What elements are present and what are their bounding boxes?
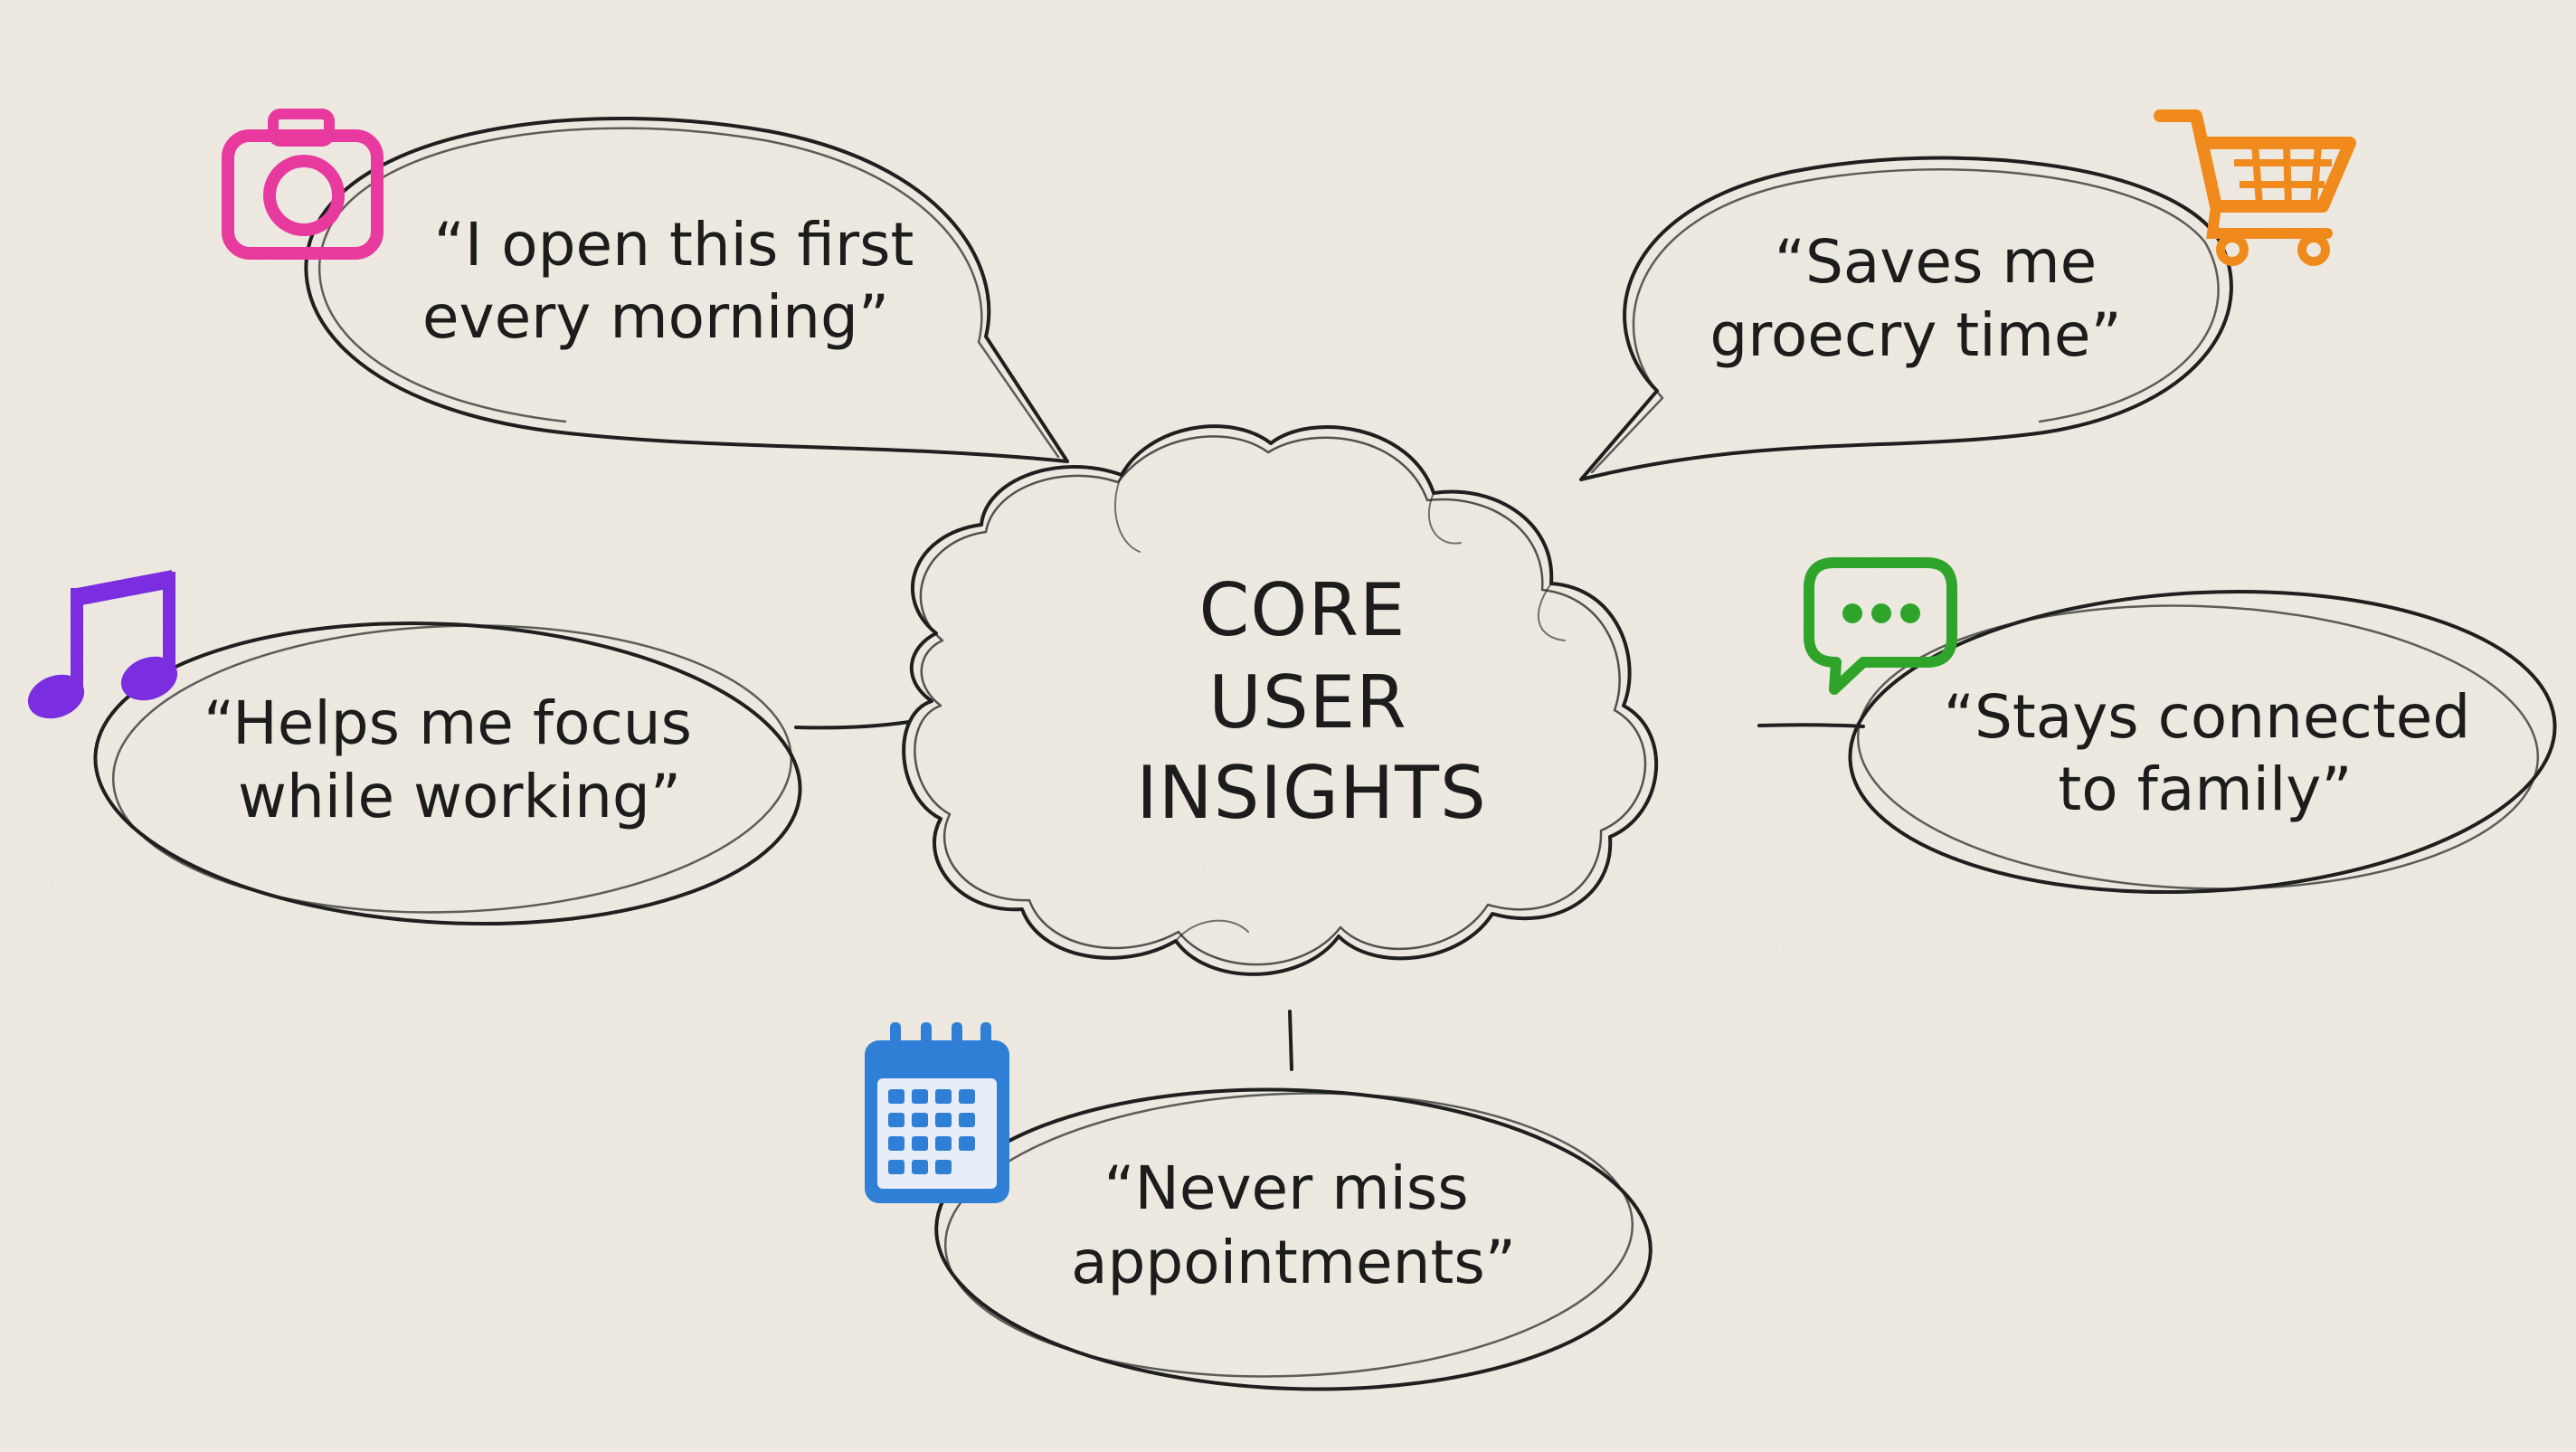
bubble-appointments: “Never miss appointments” — [934, 1087, 1653, 1391]
bubble-family-line-1: “Stays connected — [1944, 682, 2470, 752]
bubble-morning: “I open this first every morning” — [304, 117, 1069, 463]
bubble-morning-line-2: every morning” — [422, 282, 889, 352]
connector-family — [1757, 723, 1865, 728]
core-cloud — [902, 424, 1659, 976]
bubble-morning-line-1: “I open this first — [434, 210, 914, 280]
core-title-line-1: CORE — [1199, 568, 1406, 652]
bubble-focus-line-2: while working” — [238, 762, 681, 831]
bubble-grocery-line-1: “Saves me — [1775, 227, 2097, 297]
bubble-appointments-line-1: “Never miss — [1103, 1153, 1468, 1223]
camera-icon — [222, 109, 384, 260]
bubble-grocery-line-2: groecry time” — [1709, 300, 2121, 370]
bubble-focus-line-1: “Helps me focus — [204, 688, 692, 758]
connector-lines — [794, 720, 1865, 1071]
music-note-icon — [27, 570, 178, 719]
connector-focus — [794, 720, 911, 730]
calendar-icon — [865, 1022, 1009, 1203]
connector-appointments — [1288, 1010, 1293, 1071]
shopping-cart-icon — [2154, 109, 2356, 266]
bubble-focus: “Helps me focus while working” — [93, 621, 802, 926]
core-title-line-3: INSIGHTS — [1136, 751, 1487, 835]
bubble-family-line-2: to family” — [2058, 754, 2352, 824]
bubble-family: “Stays connected to family” — [1848, 589, 2557, 895]
bubble-appointments-line-2: appointments” — [1071, 1228, 1516, 1297]
chat-bubble-icon — [1804, 557, 1957, 695]
core-title-line-2: USER — [1208, 660, 1406, 745]
bubble-grocery: “Saves me groecry time” — [1579, 156, 2233, 481]
